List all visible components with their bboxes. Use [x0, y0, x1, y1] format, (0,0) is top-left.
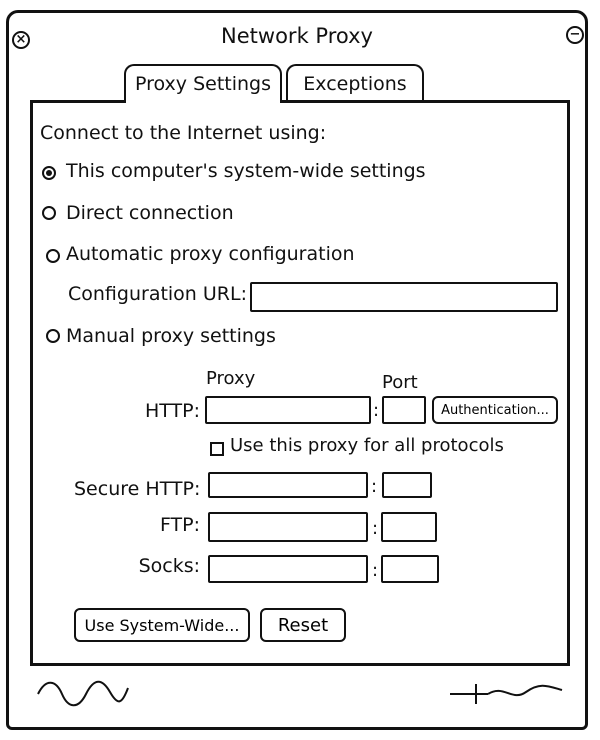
ftp-port-input[interactable] — [381, 512, 437, 542]
squiggle-left-icon — [37, 680, 129, 707]
use-system-wide-button[interactable]: Use System-Wide... — [74, 608, 250, 642]
config-url-label: Configuration URL: — [68, 283, 247, 305]
radio-manual[interactable] — [46, 329, 60, 343]
active-tab-joint — [126, 100, 280, 104]
window-frame — [6, 10, 588, 730]
use-for-all-label[interactable]: Use this proxy for all protocols — [230, 435, 504, 456]
ftp-proxy-input[interactable] — [208, 512, 368, 542]
window-title: Network Proxy — [221, 24, 373, 48]
socks-port-input[interactable] — [381, 555, 439, 583]
radio-automatic[interactable] — [46, 249, 60, 263]
http-label: HTTP: — [144, 400, 200, 422]
squiggle-right-icon — [450, 684, 563, 704]
radio-direct-label[interactable]: Direct connection — [66, 202, 234, 224]
config-url-input[interactable] — [250, 282, 558, 312]
close-icon[interactable]: × — [12, 31, 30, 49]
secure-http-port-input[interactable] — [382, 472, 432, 498]
ftp-label: FTP: — [159, 514, 200, 536]
radio-automatic-label[interactable]: Automatic proxy configuration — [66, 243, 355, 265]
socks-proxy-input[interactable] — [208, 555, 368, 583]
connect-heading: Connect to the Internet using: — [40, 122, 327, 144]
radio-system-wide[interactable] — [42, 166, 56, 180]
socks-label: Socks: — [138, 555, 200, 577]
ftp-colon: : — [372, 518, 379, 539]
port-column-header: Port — [382, 372, 418, 393]
http-colon: : — [373, 400, 380, 421]
radio-direct[interactable] — [42, 206, 56, 220]
secure-http-proxy-input[interactable] — [208, 472, 368, 498]
secure-http-label: Secure HTTP: — [74, 478, 201, 500]
radio-system-wide-label[interactable]: This computer's system-wide settings — [66, 160, 426, 182]
authentication-button[interactable]: Authentication... — [432, 396, 558, 424]
socks-colon: : — [372, 560, 379, 581]
use-for-all-checkbox[interactable] — [210, 442, 224, 456]
tab-proxy-settings[interactable]: Proxy Settings — [124, 64, 282, 102]
reset-button[interactable]: Reset — [260, 608, 346, 642]
http-port-input[interactable] — [382, 396, 426, 424]
title-bar: Network Proxy — [6, 10, 588, 62]
http-proxy-input[interactable] — [205, 396, 371, 424]
tab-exceptions[interactable]: Exceptions — [286, 64, 424, 100]
minimize-icon[interactable]: − — [566, 26, 584, 44]
secure-http-colon: : — [371, 476, 378, 497]
proxy-column-header: Proxy — [206, 368, 256, 389]
radio-manual-label[interactable]: Manual proxy settings — [66, 325, 276, 347]
